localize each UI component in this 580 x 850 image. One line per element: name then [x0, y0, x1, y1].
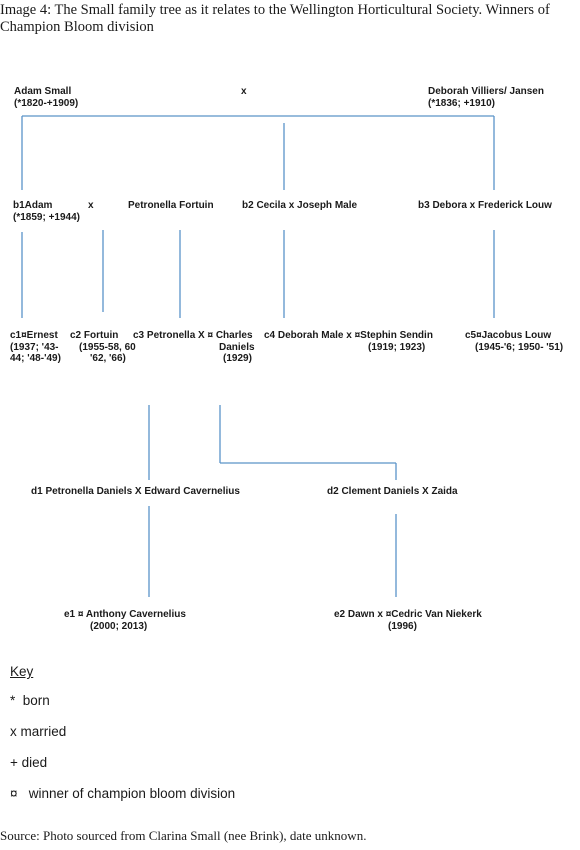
node-name: e1 ¤ Anthony Cavernelius: [64, 609, 186, 620]
key-item-died: + died: [10, 755, 235, 786]
node-b2-cecila: b2 Cecila x Joseph Male: [242, 200, 358, 211]
node-name: e2 Dawn x ¤Cedric Van Niekerk: [334, 609, 482, 620]
node-dates: (1919; 1923): [368, 341, 426, 353]
key-text: married: [20, 724, 67, 739]
node-name: c4 Deborah Male x ¤Stephin Sendin: [264, 330, 433, 341]
key-item-winner: ¤ winner of champion bloom division: [10, 786, 235, 817]
node-deborah-villiers: Deborah Villiers/ Jansen (*1836; +1910): [428, 86, 544, 109]
node-name: b1Adam: [13, 200, 53, 211]
node-e2-dawn: e2 Dawn x ¤Cedric Van Niekerk (1996): [334, 609, 482, 632]
key-symbol: x: [10, 724, 17, 739]
marriage-symbol-top: x: [241, 86, 247, 97]
node-name: Daniels: [219, 341, 255, 353]
key-item-born: * born: [10, 693, 235, 724]
node-name: c2 Fortuin: [70, 330, 119, 341]
node-c2-fortuin: c2 Fortuin (1955-58, 60 '62, '66): [70, 330, 136, 365]
key-symbol: +: [10, 755, 18, 770]
node-e1-anthony: e1 ¤ Anthony Cavernelius (2000; 2013): [64, 609, 186, 632]
key-text: died: [21, 755, 48, 770]
key-symbol: ¤: [10, 786, 18, 801]
node-name: Adam Small: [14, 86, 72, 97]
node-dates: (1929): [223, 353, 252, 364]
legend-key: Key * born x married + died ¤ winner of …: [10, 664, 235, 817]
node-b1-adam: b1Adam (*1859; +1944): [13, 200, 80, 223]
key-text: winner of champion bloom division: [28, 786, 236, 801]
node-dates: 44; '48-'49): [10, 353, 61, 364]
node-c4-deborah-male: c4 Deborah Male x ¤Stephin Sendin (1919;…: [264, 330, 433, 353]
node-dates: (1955-58, 60: [79, 341, 136, 353]
key-title: Key: [10, 664, 34, 679]
figure-caption: Image 4: The Small family tree as it rel…: [0, 2, 550, 35]
node-d1-petronella-daniels: d1 Petronella Daniels X Edward Caverneli…: [31, 486, 240, 497]
node-b3-debora: b3 Debora x Frederick Louw: [418, 200, 552, 211]
node-dates: (1945-'6; 1950- '51): [475, 341, 564, 353]
key-symbol: *: [10, 693, 16, 708]
node-c5-jacobus-louw: c5¤Jacobus Louw (1945-'6; 1950- '51): [465, 330, 563, 353]
key-item-married: x married: [10, 724, 235, 755]
source-note: Source: Photo sourced from Clarina Small…: [0, 828, 367, 843]
node-dates: (1937; '43-: [10, 341, 59, 353]
node-adam-small: Adam Small (*1820-+1909): [14, 86, 78, 109]
node-dates: (*1836; +1910): [428, 97, 495, 109]
node-dates: '62, '66): [90, 353, 126, 364]
node-dates: (2000; 2013): [90, 620, 148, 632]
node-name: Deborah Villiers/ Jansen: [428, 86, 544, 97]
node-d2-clement-daniels: d2 Clement Daniels X Zaida: [327, 486, 458, 497]
node-dates: (*1820-+1909): [14, 97, 79, 109]
node-name: c3 Petronella X ¤ Charles: [133, 330, 253, 341]
node-c3-petronella: c3 Petronella X ¤ Charles Daniels (1929): [133, 330, 255, 365]
node-petronella-fortuin: Petronella Fortuin: [128, 200, 214, 211]
node-name: c1¤Ernest: [10, 330, 58, 341]
node-dates: (*1859; +1944): [13, 211, 80, 223]
node-c1-ernest: c1¤Ernest (1937; '43- 44; '48-'49): [10, 330, 61, 365]
key-text: born: [22, 693, 50, 708]
marriage-symbol-b1: x: [88, 200, 94, 211]
node-dates: (1996): [388, 620, 417, 632]
node-name: c5¤Jacobus Louw: [465, 330, 552, 341]
